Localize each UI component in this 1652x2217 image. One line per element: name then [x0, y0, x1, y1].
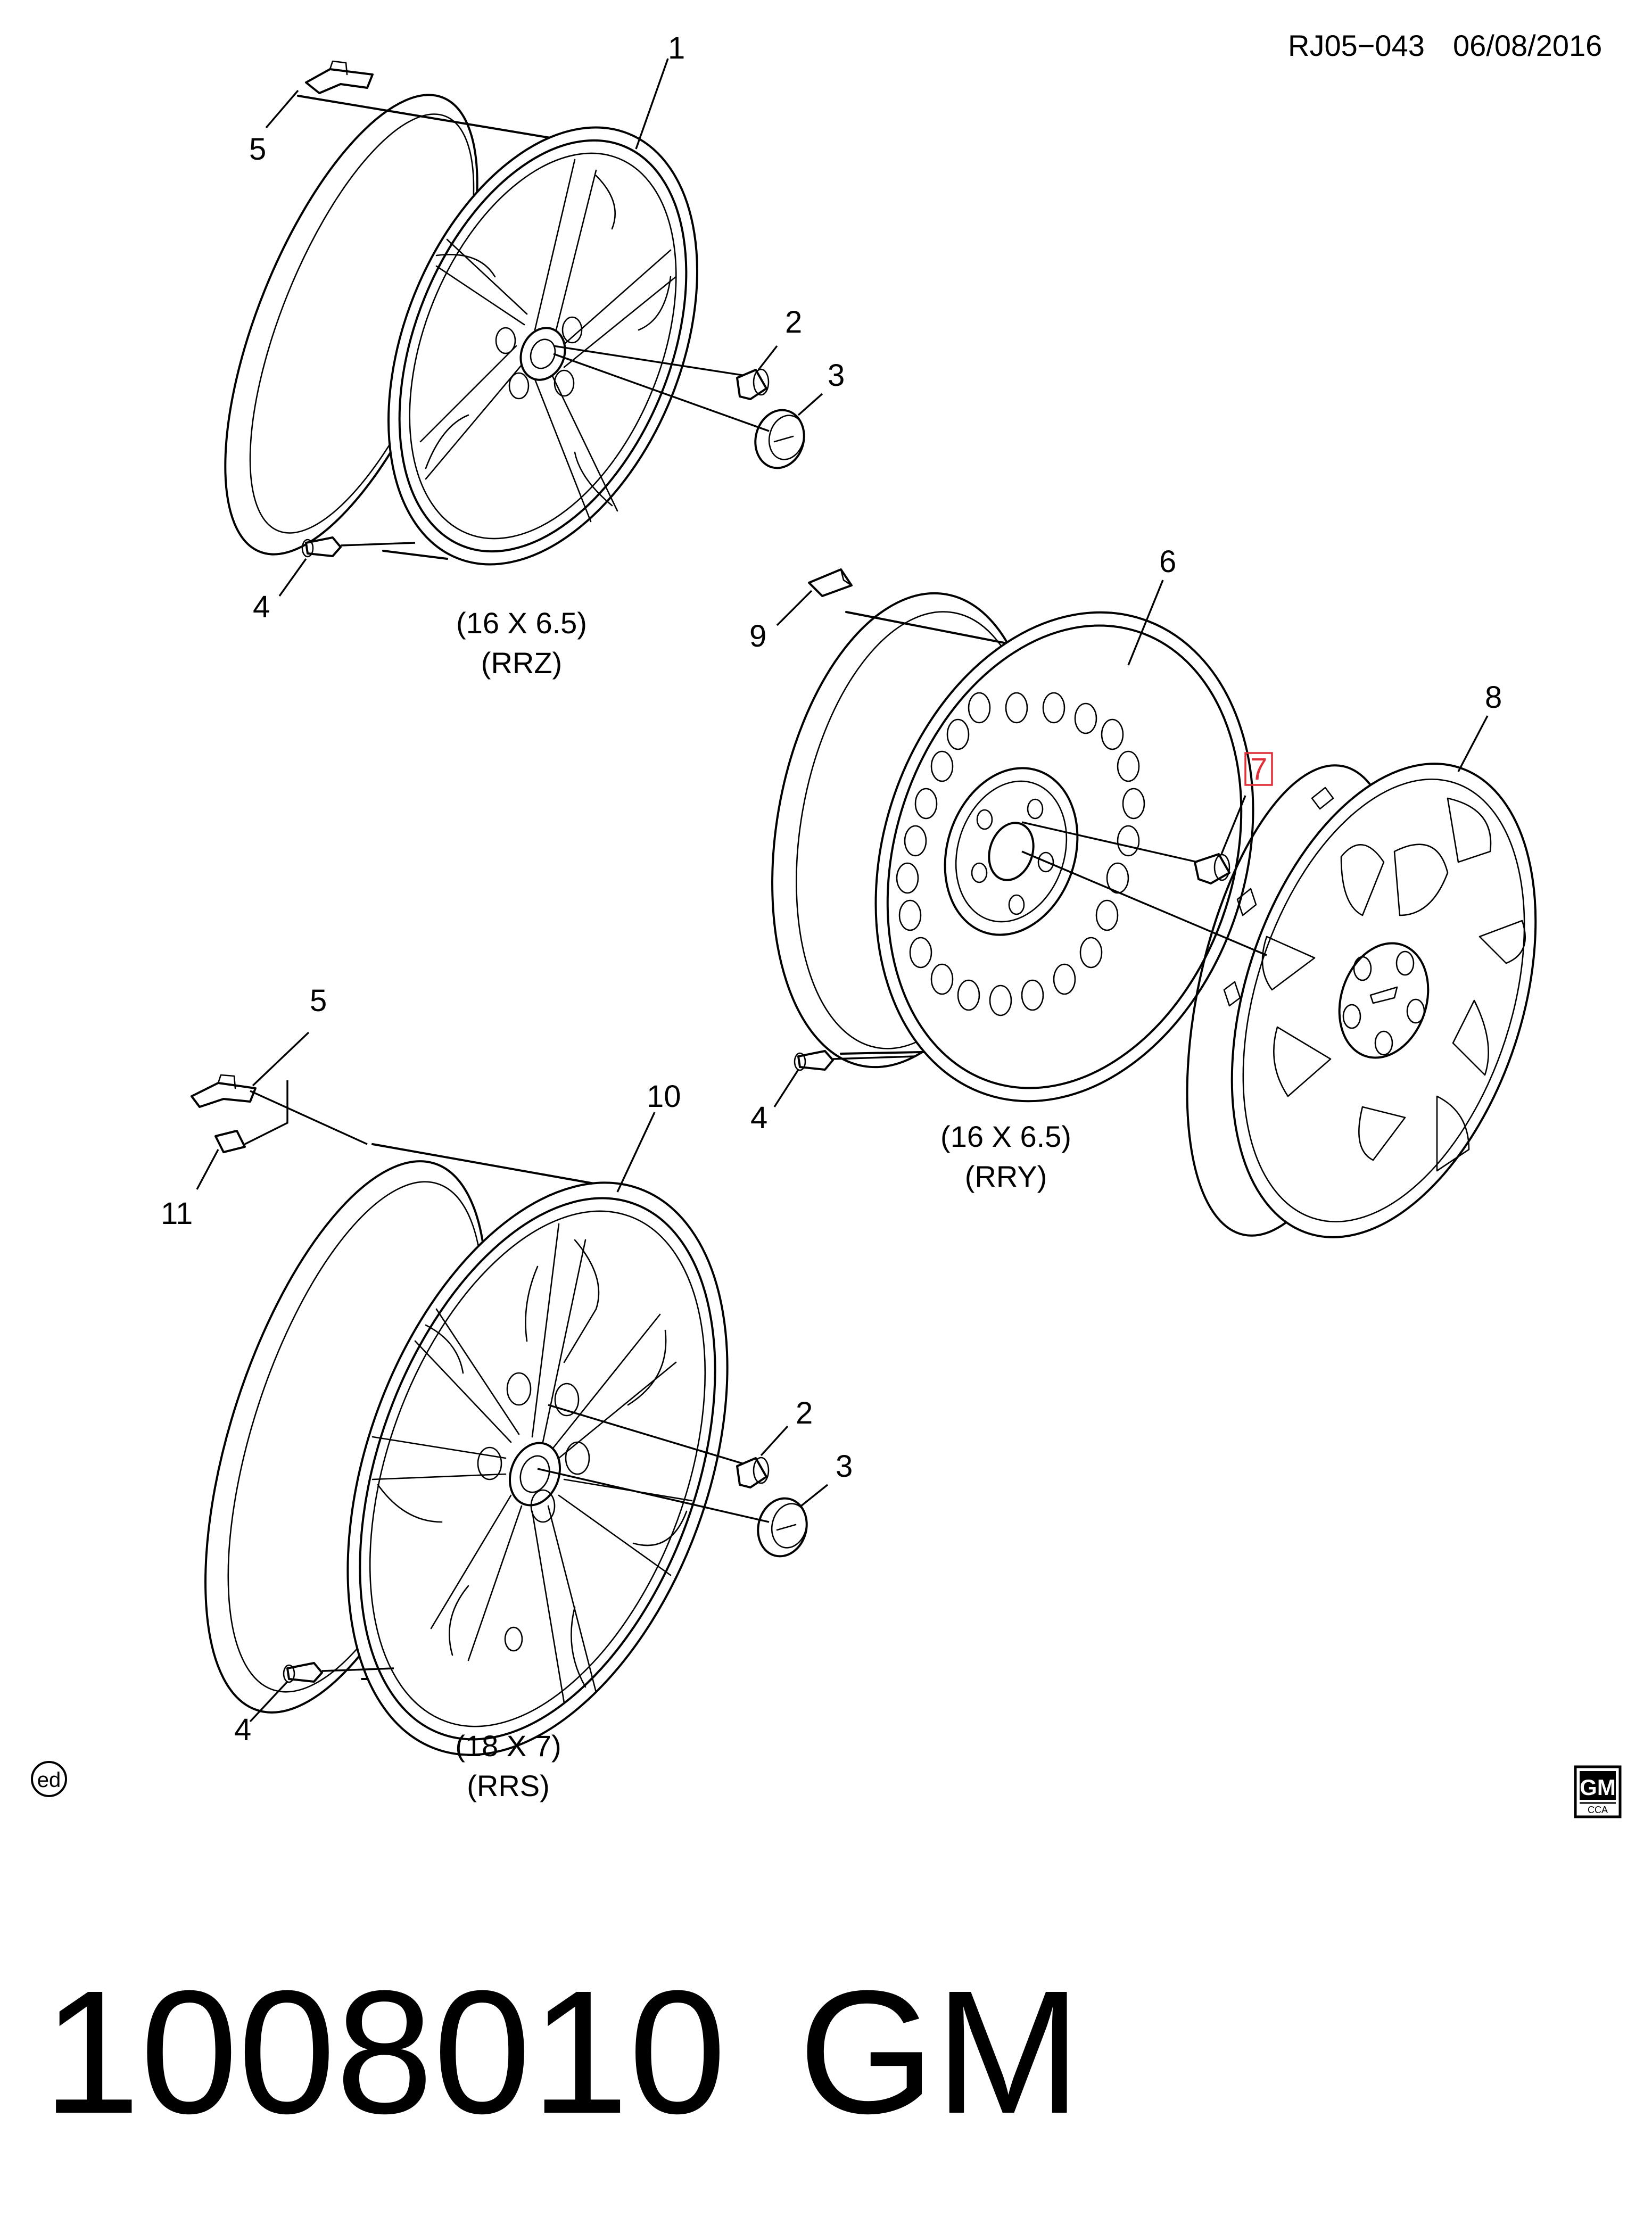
- valve-stem: [301, 536, 342, 558]
- callout-11: 11: [161, 1196, 193, 1231]
- valve-stem: [283, 1662, 323, 1683]
- wheel-rrs-size: (18 X 7): [455, 1729, 561, 1763]
- gm-cca-logo: GM CCA: [1574, 1765, 1622, 1818]
- wheel-rrz-leaders: [265, 58, 823, 597]
- callout-1: 1: [668, 31, 685, 65]
- callout-5: 5: [249, 132, 266, 167]
- center-cap: [757, 1497, 808, 1558]
- steel-wheel-rry: [771, 592, 1254, 1103]
- callout-4: 4: [750, 1101, 767, 1135]
- callout-3: 3: [828, 358, 845, 393]
- lug-nut: [1194, 853, 1230, 884]
- alloy-wheel-rrz: [224, 94, 698, 566]
- callout-2: 2: [785, 305, 802, 340]
- callout-5: 5: [310, 983, 327, 1018]
- callout-7: 7: [1250, 752, 1267, 787]
- valve-stem: [794, 1050, 834, 1071]
- callout-6: 6: [1159, 544, 1176, 579]
- wheel-rrz-size: (16 X 6.5): [456, 606, 587, 640]
- diagram-date: 06/08/2016: [1453, 29, 1602, 62]
- svg-text:ed: ed: [37, 1768, 61, 1792]
- wheel-rrs-code: (RRS): [467, 1769, 550, 1802]
- wheel-rry-code: (RRY): [965, 1160, 1047, 1193]
- lug-nut: [736, 1457, 770, 1488]
- callout-2: 2: [796, 1396, 813, 1430]
- callout-8: 8: [1485, 680, 1502, 715]
- part-number: 1008010: [43, 1954, 726, 2150]
- lug-nut: [736, 368, 770, 400]
- wheel-rrz-code: (RRZ): [481, 646, 562, 680]
- wheel-weight-clip: [191, 1074, 257, 1108]
- adhesive-wheel-weight: [214, 1130, 246, 1153]
- wheel-weight-clip: [305, 60, 374, 94]
- alloy-wheel-rrs: [204, 1143, 729, 1756]
- svg-text:GM: GM: [1580, 1775, 1616, 1800]
- callout-4: 4: [253, 590, 270, 624]
- wheel-rrs-leaders: [196, 1031, 829, 1723]
- wheel-weight-clip: [808, 568, 853, 597]
- callout-10: 10: [647, 1079, 681, 1114]
- center-cap: [754, 409, 805, 469]
- hub-cap: [1186, 763, 1537, 1238]
- diagram-code: RJ05−043: [1288, 29, 1425, 62]
- callout-7-highlight: [1244, 752, 1273, 786]
- svg-text:CCA: CCA: [1588, 1805, 1608, 1815]
- brand-name: GM: [798, 1954, 1081, 2150]
- wheel-rry-size: (16 X 6.5): [940, 1120, 1071, 1153]
- callout-9: 9: [749, 619, 766, 653]
- wheel-rry-leaders: [773, 580, 1489, 1107]
- callout-4: 4: [234, 1713, 251, 1747]
- callout-3: 3: [836, 1449, 853, 1484]
- ed-mark: ed: [31, 1761, 67, 1797]
